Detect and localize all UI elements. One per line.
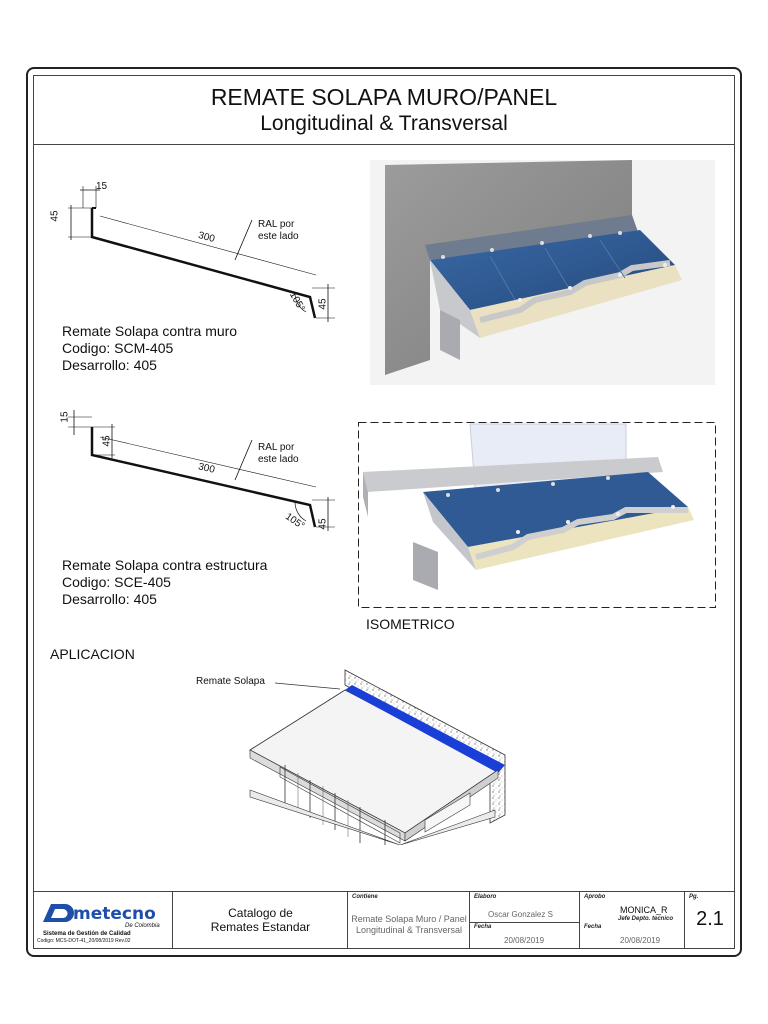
logo-wordmark: metecno bbox=[73, 904, 156, 924]
titleblock-approved-cell: Aprobo MONICA_R Jefe Depto. tecnico Fech… bbox=[580, 892, 685, 949]
profile-2-development: Desarrollo: 405 bbox=[62, 591, 157, 607]
page-title: REMATE SOLAPA MURO/PANEL bbox=[210, 84, 558, 110]
profile-2-note-line1: RAL por bbox=[258, 442, 295, 453]
catalog-line2: Remates Estandar bbox=[210, 920, 311, 934]
page-subtitle: Longitudinal & Transversal bbox=[260, 112, 508, 135]
title-block: metecno De Colombia Sistema de Gestión d… bbox=[33, 891, 735, 949]
quality-system-label: Sistema de Gestión de Calidad bbox=[43, 931, 131, 937]
profile-1-dim-top: 15 bbox=[96, 181, 108, 192]
prepared-caption: Elaboro bbox=[474, 894, 497, 900]
page-number: 2.1 bbox=[696, 908, 724, 930]
profile-1-note-line2: este lado bbox=[258, 231, 299, 242]
catalog-line1: Catalogo de bbox=[228, 906, 293, 920]
titleblock-prepared-cell: Elaboro Oscar Gonzalez S Fecha 20/08/201… bbox=[470, 892, 580, 949]
title-box: REMATE SOLAPA MURO/PANEL Longitudinal & … bbox=[33, 75, 735, 145]
approved-date-caption: Fecha bbox=[584, 924, 602, 930]
blue-flashing bbox=[430, 230, 675, 310]
application-flashing bbox=[345, 685, 505, 773]
profile-1-code: Codigo: SCM-405 bbox=[62, 340, 174, 356]
approved-role: Jefe Depto. tecnico bbox=[618, 916, 674, 922]
isometric-label: ISOMETRICO bbox=[366, 616, 455, 632]
wall-block bbox=[385, 160, 632, 375]
profile-2-note-line2: este lado bbox=[258, 454, 299, 465]
metecno-logo: metecno bbox=[43, 904, 156, 924]
profile-1-description: Remate Solapa contra muro Codigo: SCM-40… bbox=[62, 323, 237, 374]
application-heading: APLICACION bbox=[50, 646, 135, 662]
profile-2-name: Remate Solapa contra estructura bbox=[62, 557, 268, 573]
application-callout: Remate Solapa bbox=[196, 676, 265, 687]
application-building-drawing bbox=[249, 669, 506, 845]
profile-1-drawing bbox=[68, 186, 335, 322]
isometric-render bbox=[358, 422, 716, 608]
titleblock-logo-cell: metecno De Colombia Sistema de Gestión d… bbox=[33, 892, 173, 949]
profile-2-description: Remate Solapa contra estructura Codigo: … bbox=[62, 557, 267, 608]
profile-1-line bbox=[90, 208, 317, 319]
render-wall-panel bbox=[370, 160, 715, 385]
drawing-border-inner bbox=[33, 75, 735, 949]
profile-2-dim-height: 45 bbox=[101, 435, 113, 447]
profile-1-name: Remate Solapa contra muro bbox=[62, 323, 238, 339]
profile-2-dim-top: 15 bbox=[59, 411, 71, 423]
profile-1-dim-height: 45 bbox=[49, 210, 61, 222]
page-caption: Pg. bbox=[689, 894, 699, 900]
prepared-date: 20/08/2019 bbox=[504, 936, 545, 945]
profile-2-dim-drop: 45 bbox=[317, 518, 329, 530]
isometric-blue-flashing bbox=[423, 472, 688, 547]
profile-2-code: Codigo: SCE-405 bbox=[62, 574, 171, 590]
titleblock-catalog-cell: Catalogo de Remates Estandar bbox=[173, 892, 348, 949]
content-line1: Remate Solapa Muro / Panel bbox=[351, 914, 467, 924]
quality-system-code: Codigo: MCS-DOT-41_20/08/2019 Rev.02 bbox=[37, 938, 131, 944]
drawing-border-outer bbox=[26, 67, 742, 957]
prepared-name: Oscar Gonzalez S bbox=[488, 910, 553, 919]
content-line2: Longitudinal & Transversal bbox=[355, 925, 463, 935]
titleblock-content-cell: Contiene Remate Solapa Muro / Panel Long… bbox=[348, 892, 470, 949]
profile-1-dim-drop: 45 bbox=[317, 298, 329, 310]
profile-2-drawing bbox=[68, 410, 335, 531]
content-caption: Contiene bbox=[352, 894, 378, 900]
profile-2-line bbox=[90, 427, 317, 528]
approved-name: MONICA_R bbox=[620, 905, 668, 915]
prepared-date-caption: Fecha bbox=[474, 924, 492, 930]
approved-caption: Aprobo bbox=[584, 894, 606, 900]
profile-1-note-line1: RAL por bbox=[258, 219, 295, 230]
titleblock-page-cell: Pg. 2.1 bbox=[685, 892, 735, 949]
approved-date: 20/08/2019 bbox=[620, 936, 661, 945]
profile-1-development: Desarrollo: 405 bbox=[62, 357, 157, 373]
logo-subtitle: De Colombia bbox=[125, 923, 160, 929]
